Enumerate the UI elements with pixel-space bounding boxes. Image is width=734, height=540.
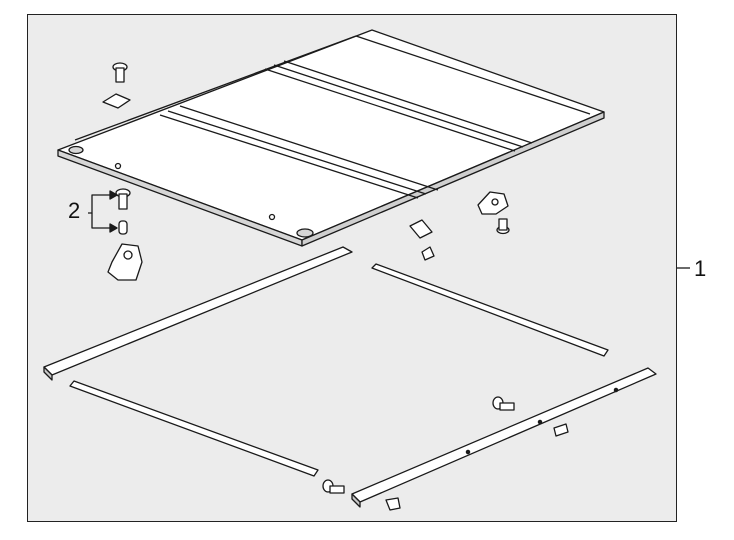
pad-right bbox=[421, 246, 435, 261]
clamp-right bbox=[477, 191, 509, 215]
leader-callout-2 bbox=[88, 190, 118, 233]
tab-rail-right bbox=[553, 423, 569, 437]
seal-strip-lower bbox=[69, 380, 319, 477]
callout-label-1: 1 bbox=[694, 256, 707, 281]
callout-label-2: 2 bbox=[68, 198, 81, 223]
bolt-right bbox=[496, 218, 510, 235]
seal-strip-upper bbox=[371, 263, 609, 357]
rail-right bbox=[351, 367, 657, 508]
bolt-callout-2 bbox=[115, 188, 131, 210]
clip-right bbox=[409, 219, 433, 239]
bolt-rail-left bbox=[322, 479, 345, 494]
clamp-left bbox=[107, 243, 143, 281]
tonneau-cover-panel bbox=[57, 29, 605, 247]
rail-left bbox=[43, 246, 353, 381]
clip-rail-bottom bbox=[385, 497, 401, 511]
pin-callout-2 bbox=[118, 220, 128, 235]
bolt-rail-right bbox=[492, 396, 515, 411]
clip-top-left bbox=[102, 93, 131, 109]
bolt-top-left bbox=[112, 62, 128, 83]
